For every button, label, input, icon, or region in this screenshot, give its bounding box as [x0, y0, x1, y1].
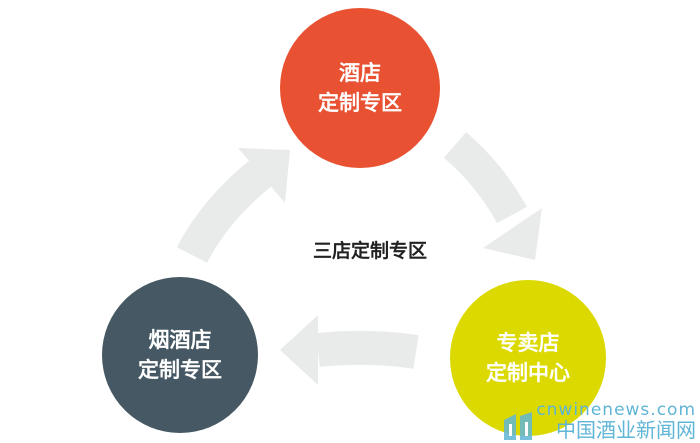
node-specialty-line2: 定制中心: [486, 361, 570, 385]
arrow-top-to-right-head: [483, 208, 542, 260]
arrow-left-to-top-body: [176, 158, 273, 263]
node-specialty: 专卖店 定制中心: [450, 280, 606, 436]
node-tobacco: 烟酒店 定制专区: [102, 277, 258, 433]
arrow-right-to-left-body: [316, 330, 419, 369]
node-specialty-line1: 专卖店: [496, 331, 560, 355]
node-hotel: 酒店 定制专区: [280, 8, 440, 168]
watermark-cn: 中国酒业新闻网: [556, 418, 696, 442]
watermark-en: cnwinenews.com: [536, 400, 696, 420]
arrow-right-to-left-head: [280, 315, 318, 385]
node-hotel-line1: 酒店: [339, 61, 381, 85]
arrow-left-to-top-head: [238, 148, 290, 203]
node-tobacco-line1: 烟酒店: [148, 328, 212, 352]
watermark: cnwinenews.com 中国酒业新闻网: [536, 401, 696, 441]
node-hotel-line2: 定制专区: [318, 91, 402, 115]
node-tobacco-line2: 定制专区: [138, 358, 222, 382]
arrow-top-to-right-body: [443, 132, 527, 224]
center-title: 三店定制专区: [312, 240, 427, 262]
watermark-logo-icon: [504, 412, 532, 440]
